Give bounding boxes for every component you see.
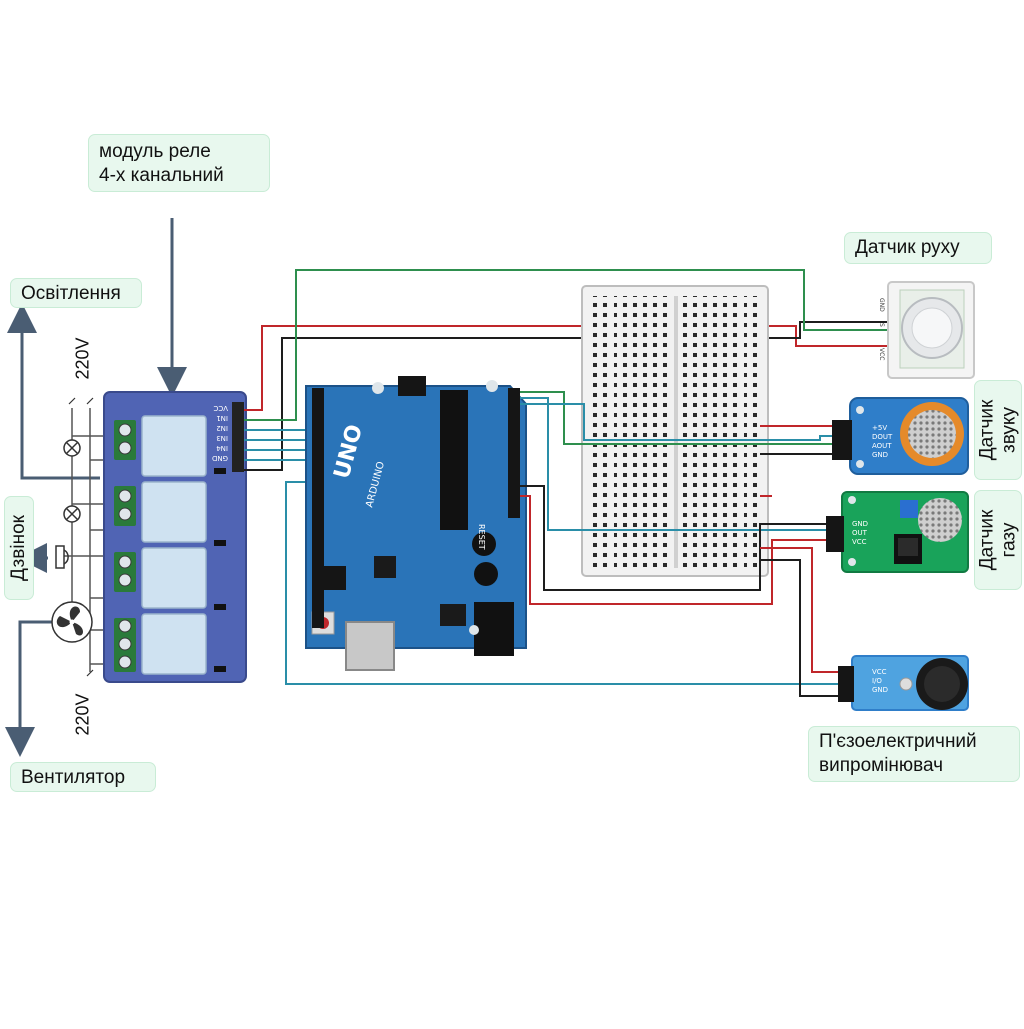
piezo-label: П'єзоелектричний випромінювач: [808, 726, 1020, 782]
arduino-usb-port: [345, 621, 395, 671]
arduino-reset-label: RESET: [477, 524, 486, 550]
voltage-label-top: 220V: [72, 337, 93, 380]
lighting-arrow: [6, 303, 100, 480]
sound-pins-label: +5V: [872, 424, 887, 432]
lamp-icon: [63, 505, 81, 523]
bell-label: Дзвінок: [4, 496, 34, 600]
sound-pins-label: DOUT: [872, 433, 893, 441]
relay-leds: [214, 468, 226, 672]
fan-icon: [51, 601, 93, 643]
piezo-label-line2: випромінювач: [819, 755, 944, 776]
arduino-uno-board: UNO ARDUINO RESET: [305, 376, 527, 671]
relay-module-label: модуль реле 4-х канальний: [88, 134, 270, 192]
relay-pin-header: [232, 402, 244, 472]
motion-sensor: GND S VCC: [878, 281, 975, 379]
gas-pins-label: OUT: [852, 529, 868, 537]
sound-sensor-label: Датчик звуку: [974, 380, 1022, 480]
fan-label: Вентилятор: [10, 762, 156, 792]
motion-pins-label: VCC: [878, 348, 885, 360]
gas-sensor-mesh: [918, 498, 962, 542]
annotation-arrows: [5, 218, 187, 757]
voltage-label-bottom: 220V: [72, 693, 93, 736]
sound-sensor-label-text: Датчик звуку: [976, 400, 1020, 461]
relay-pins-label: IN4: [216, 444, 228, 452]
piezo-pins-label: VCC: [872, 668, 887, 676]
fan-arrow: [5, 620, 52, 757]
motion-pins-label: S: [878, 323, 885, 327]
gas-pins-label: VCC: [852, 538, 867, 546]
relay-pins-label: GND: [212, 454, 228, 462]
motion-pin-labels: GND S VCC: [878, 298, 885, 360]
microphone-mesh: [908, 410, 956, 458]
lighting-label: Освітлення: [10, 278, 142, 308]
arduino-chip: [440, 390, 468, 530]
piezo-pins-label: GND: [872, 686, 888, 694]
mains-terminal-marks: [68, 397, 94, 677]
relay-pins-label: IN1: [216, 414, 228, 422]
relay-screws: [118, 423, 132, 669]
relay-pins-label: IN2: [216, 424, 228, 432]
sound-pins-label: AOUT: [872, 442, 892, 450]
arduino-header-right: [508, 388, 520, 518]
sound-sensor-label-line2: звуку: [998, 407, 1020, 453]
relay-arduino-wires: [244, 269, 890, 685]
gas-sensor-label-line1: Датчик: [976, 509, 998, 571]
relay-pins-label: IN3: [216, 434, 228, 442]
gas-pins-label: GND: [852, 520, 868, 528]
relay-blocks: [141, 415, 207, 675]
bell-icon: [55, 545, 69, 569]
arduino-header-left: [312, 388, 324, 628]
piezo-label-line1: П'єзоелектричний: [819, 731, 977, 752]
lamp-icon: [63, 439, 81, 457]
piezo-pins-label: I/O: [872, 677, 882, 685]
sound-sensor-label-line1: Датчик: [976, 399, 998, 461]
motion-sensor-label: Датчик руху: [844, 232, 992, 264]
relay-module-label-line2: 4-х канальний: [99, 165, 224, 186]
arduino-power-jack: [474, 602, 514, 656]
breadboard: [581, 285, 769, 577]
gas-sensor-label: Датчик газу: [974, 490, 1022, 590]
relay-pins-label: VCC: [213, 404, 228, 412]
motion-pins-label: GND: [878, 298, 885, 312]
bell-label-text: Дзвінок: [8, 515, 29, 581]
gas-sensor-label-line2: газу: [998, 522, 1020, 558]
gas-sensor-label-text: Датчик газу: [976, 510, 1020, 571]
sound-pins-label: GND: [872, 451, 888, 459]
sensor-wires: [520, 391, 852, 697]
relay-module-label-line1: модуль реле: [99, 141, 211, 162]
